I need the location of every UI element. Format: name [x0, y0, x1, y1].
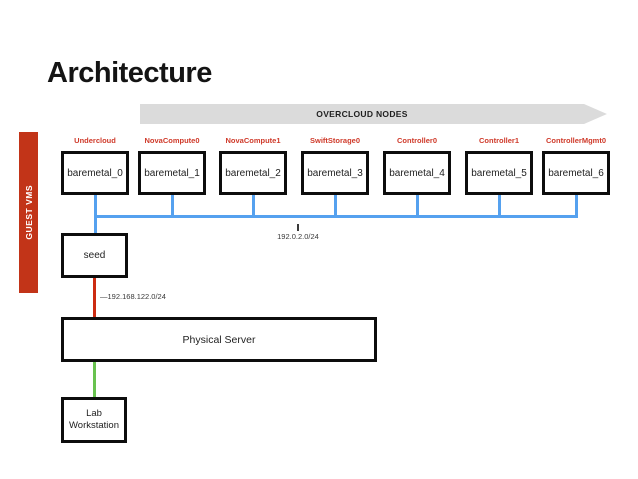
node-baremetal-3: SwiftStorage0 baremetal_3 — [301, 136, 369, 195]
workstation-link-line — [93, 362, 96, 398]
network-connector-line — [251, 195, 255, 217]
network-label-tick — [297, 224, 299, 231]
node-box: baremetal_0 — [61, 151, 129, 195]
node-role-label: Undercloud — [74, 136, 116, 145]
network-connector-line — [333, 195, 337, 217]
management-network-label: —192.168.122.0/24 — [100, 292, 166, 301]
overcloud-network-label: 192.0.2.0/24 — [277, 232, 319, 241]
network-connector-line — [170, 195, 174, 217]
node-box: baremetal_2 — [219, 151, 287, 195]
overcloud-nodes-banner: OVERCLOUD NODES — [140, 104, 607, 124]
node-role-label: Controller1 — [478, 136, 520, 145]
node-baremetal-6: ControllerMgmt0 baremetal_6 — [542, 136, 610, 195]
page-title: Architecture — [47, 57, 212, 89]
node-box: baremetal_4 — [383, 151, 451, 195]
node-box: baremetal_3 — [301, 151, 369, 195]
management-network-line — [93, 278, 96, 318]
guest-vms-bar-label: GUEST VMS — [23, 185, 34, 240]
seed-network-connector-line — [93, 218, 97, 233]
guest-vms-bar: GUEST VMS — [19, 132, 38, 293]
overcloud-nodes-banner-label: OVERCLOUD NODES — [316, 109, 408, 119]
node-baremetal-0: Undercloud baremetal_0 — [61, 136, 129, 195]
overcloud-network-line — [93, 215, 578, 218]
lab-workstation-box: Lab Workstation — [61, 397, 127, 443]
node-role-label: NovaCompute1 — [225, 136, 281, 145]
node-box: baremetal_5 — [465, 151, 533, 195]
node-role-label: Controller0 — [396, 136, 438, 145]
network-connector-line — [497, 195, 501, 217]
seed-box: seed — [61, 233, 128, 278]
network-connector-line — [574, 195, 578, 217]
node-baremetal-2: NovaCompute1 baremetal_2 — [219, 136, 287, 195]
node-baremetal-4: Controller0 baremetal_4 — [383, 136, 451, 195]
network-connector-line — [415, 195, 419, 217]
node-role-label: SwiftStorage0 — [309, 136, 361, 145]
node-box: baremetal_6 — [542, 151, 610, 195]
node-baremetal-5: Controller1 baremetal_5 — [465, 136, 533, 195]
node-role-label: ControllerMgmt0 — [546, 136, 606, 145]
node-role-label: NovaCompute0 — [144, 136, 200, 145]
node-box: baremetal_1 — [138, 151, 206, 195]
node-baremetal-1: NovaCompute0 baremetal_1 — [138, 136, 206, 195]
network-connector-line — [93, 195, 97, 217]
physical-server-box: Physical Server — [61, 317, 377, 362]
